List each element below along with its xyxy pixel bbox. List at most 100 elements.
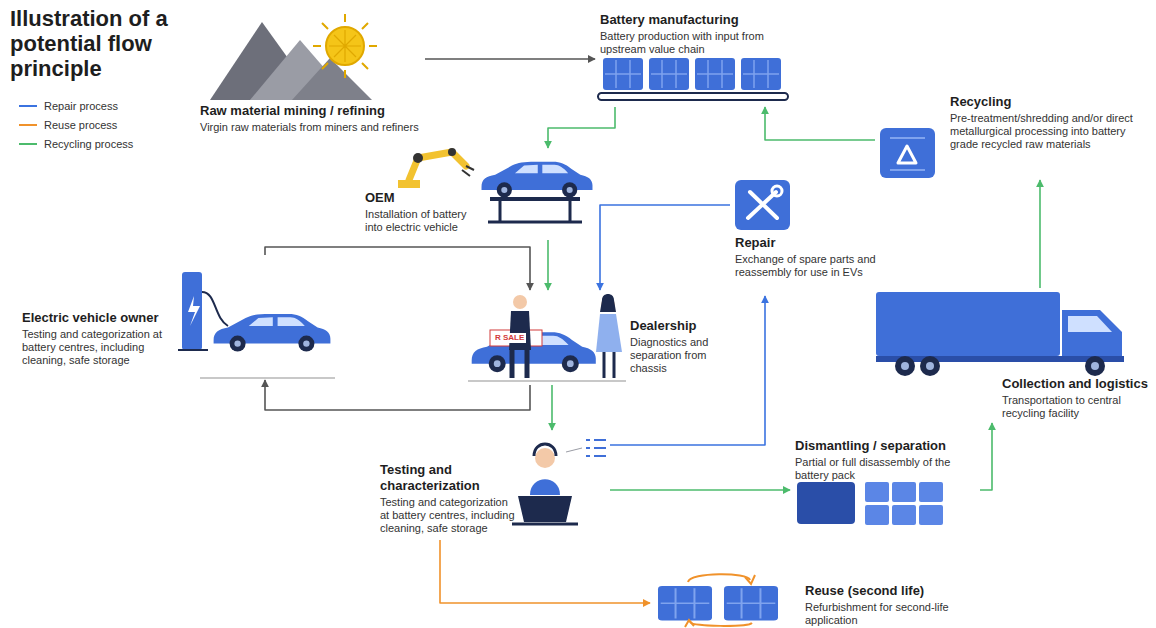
node-heading: Reuse (second life) — [805, 583, 997, 599]
flow-arrow — [765, 107, 875, 140]
flow-arrow — [440, 540, 650, 603]
node-heading: Electric vehicle owner — [22, 310, 180, 326]
illustration-part — [865, 505, 889, 525]
process-node: RecyclingPre-treatment/shredding and/or … — [875, 92, 1152, 180]
illustration-part — [468, 380, 626, 382]
illustration-part — [329, 30, 361, 62]
sign-text: R SALE — [493, 333, 526, 343]
process-node: Testing and characterizationTesting and … — [375, 430, 610, 540]
illustration-part — [690, 622, 752, 626]
illustration-part — [586, 440, 606, 456]
illustration-part — [182, 272, 202, 350]
illustration-part — [919, 505, 943, 525]
node-text-block: Reuse (second life)Refurbishment for sec… — [805, 583, 997, 627]
node-heading: Repair — [735, 235, 917, 251]
illustration-part — [313, 14, 377, 78]
legend-text: Repair process — [44, 100, 118, 112]
flow-arrow — [610, 296, 765, 445]
illustration-part — [685, 620, 694, 627]
mountains-sun — [210, 14, 377, 100]
illustration-part — [566, 448, 582, 452]
node-heading: Raw material mining / refining — [200, 103, 420, 119]
illustration-part — [865, 482, 889, 502]
illustration-part — [745, 575, 755, 584]
node-heading: Collection and logistics — [1002, 376, 1150, 392]
illustration-part — [488, 200, 582, 222]
illustration-part — [604, 352, 614, 378]
illustration-part — [876, 292, 1060, 356]
node-text-block: Raw material mining / refiningVirgin raw… — [200, 103, 420, 134]
illustration-part — [748, 192, 777, 218]
ev-owner-illustration — [178, 272, 335, 378]
illustration-part — [188, 296, 200, 326]
illustration-part — [530, 479, 560, 495]
process-node: Raw material mining / refiningVirgin raw… — [195, 15, 425, 140]
legend-swatch — [18, 121, 38, 129]
process-node: OEMInstallation of battery into electric… — [360, 148, 595, 240]
flow-arrow — [425, 58, 595, 60]
illustration-part — [512, 523, 578, 526]
node-text-block: DealershipDiagnostics and separation fro… — [630, 318, 734, 375]
legend-row: Repair process — [18, 100, 118, 112]
illustration-part — [895, 356, 915, 376]
battery-line — [598, 58, 788, 100]
illustration-part — [600, 294, 616, 312]
node-heading: Testing and characterization — [380, 462, 516, 494]
flow-arrow — [1039, 180, 1041, 288]
node-description: Exchange of spare parts and reassembly f… — [735, 253, 917, 279]
illustration-part — [292, 58, 372, 100]
illustration-part — [518, 496, 572, 522]
legend-line — [19, 105, 37, 107]
illustration-part — [448, 148, 456, 156]
flow-arrow — [600, 205, 730, 290]
illustration-part — [326, 27, 364, 65]
node-description: Testing and categorization at battery ce… — [22, 328, 180, 367]
node-heading: Dismantling / separation — [795, 438, 977, 454]
illustration-part — [509, 311, 531, 350]
process-node: Dismantling / separationPartial or full … — [790, 436, 980, 528]
process-node: RepairExchange of spare parts and reasse… — [730, 178, 920, 296]
legend-swatch — [18, 140, 38, 148]
illustration-part — [772, 186, 782, 196]
dealership-illustration — [468, 294, 626, 381]
process-node: Collection and logisticsTransportation t… — [870, 288, 1153, 423]
legend-line — [19, 124, 37, 126]
illustration-part — [535, 448, 555, 468]
node-heading: Recycling — [950, 94, 1148, 110]
node-description: Transportation to central recycling faci… — [1002, 394, 1150, 420]
node-description: Pre-treatment/shredding and/or direct me… — [950, 112, 1148, 151]
illustration-part — [865, 482, 943, 525]
illustration-part — [695, 58, 735, 90]
illustration-part — [512, 350, 527, 378]
recycling-icon — [880, 128, 935, 178]
illustration-part — [178, 349, 208, 351]
node-heading: OEM — [365, 190, 477, 206]
illustration-part — [598, 93, 788, 100]
flow-arrow — [551, 385, 553, 430]
flow-arrow — [980, 423, 992, 490]
illustration-part — [1068, 316, 1112, 332]
illustration-part — [920, 356, 940, 376]
illustration-part — [880, 128, 935, 178]
illustration-part — [1062, 310, 1122, 362]
illustration-part — [735, 180, 790, 230]
truck — [876, 292, 1124, 376]
illustration-part — [741, 58, 781, 90]
illustration-part — [200, 377, 335, 379]
illustration-part — [901, 362, 909, 370]
diagram-title: Illustration of a potential flow princip… — [10, 6, 210, 81]
illustration-part — [890, 138, 925, 170]
flow-arrow — [547, 240, 549, 290]
process-node: Battery manufacturingBattery production … — [595, 10, 795, 107]
illustration-part — [413, 153, 423, 163]
legend-row: Reuse process — [18, 119, 117, 131]
repair-icon — [735, 180, 790, 230]
reuse-modules — [658, 574, 778, 627]
illustration-part — [658, 586, 712, 621]
process-node: Reuse (second life)Refurbishment for sec… — [650, 578, 1000, 628]
node-description: Virgin raw materials from miners and ref… — [200, 121, 420, 134]
legend-text: Reuse process — [44, 119, 117, 131]
illustration-part — [724, 586, 778, 621]
illustration-part — [482, 162, 593, 198]
node-text-block: Collection and logisticsTransportation t… — [1002, 376, 1150, 420]
